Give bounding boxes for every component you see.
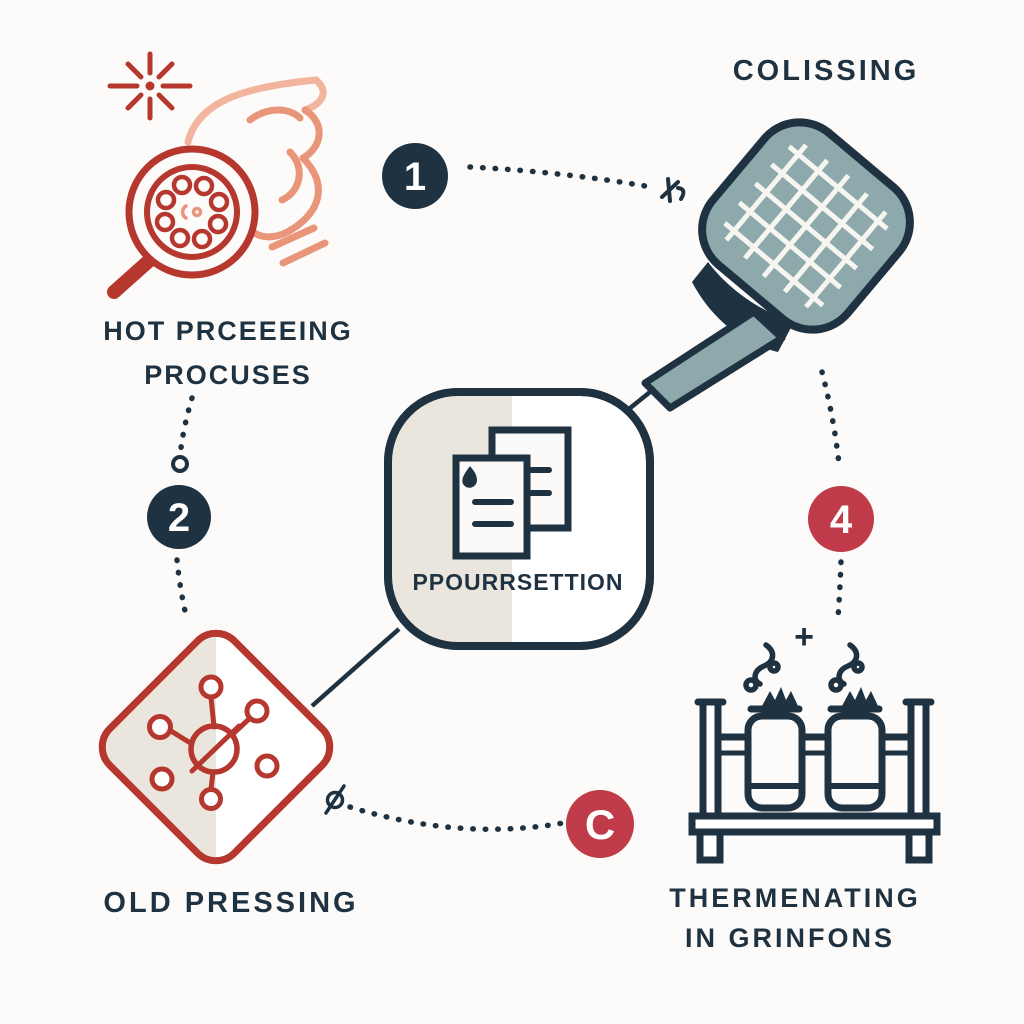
connector-square-to-diamond (310, 627, 401, 708)
label-old-pressing: OLD PRESSING (103, 887, 358, 919)
ring-glyph (171, 455, 189, 473)
molecule-icon (147, 674, 280, 811)
connector-diamond-to-c (347, 804, 566, 832)
step-badge-1: 1 (382, 143, 448, 209)
flame-icon (184, 76, 329, 267)
bottle-rack-icon (688, 642, 941, 864)
label-thermenating-line2: IN GRINFONS (685, 923, 895, 953)
molecule-diamond-icon (91, 622, 334, 872)
label-hot-processing-line1: HOT PRCEEEING (103, 316, 353, 346)
scribble-glyph (660, 177, 686, 203)
label-colissing: COLISSING (733, 55, 920, 87)
svg-text:1: 1 (404, 155, 426, 199)
connector-1-to-paddle (467, 164, 654, 190)
label-central: PPOURRSETTION (412, 569, 623, 595)
svg-text:4: 4 (830, 498, 853, 542)
sparkle-icon (107, 51, 193, 121)
slashed-circle-glyph (324, 784, 346, 815)
connector-4-to-bottles (835, 559, 844, 621)
documents-icon (452, 426, 572, 560)
strainer-icon (107, 145, 259, 299)
paddle-mesh-icon (641, 118, 914, 412)
svg-text:2: 2 (168, 496, 190, 540)
mesh-grid (723, 143, 889, 309)
step-badge-c: C (566, 790, 634, 858)
label-thermenating-line1: THERMENATING (669, 883, 921, 913)
plus-glyph: + (794, 618, 814, 656)
connector-hot-to-2 (178, 395, 195, 451)
step-badge-2: 2 (147, 485, 211, 549)
step-badge-4: 4 (808, 486, 874, 552)
label-hot-processing-line2: PROCUSES (144, 360, 312, 390)
steam-icon (743, 642, 865, 693)
svg-text:C: C (585, 801, 615, 848)
central-card: PPOURRSETTION (384, 388, 654, 650)
